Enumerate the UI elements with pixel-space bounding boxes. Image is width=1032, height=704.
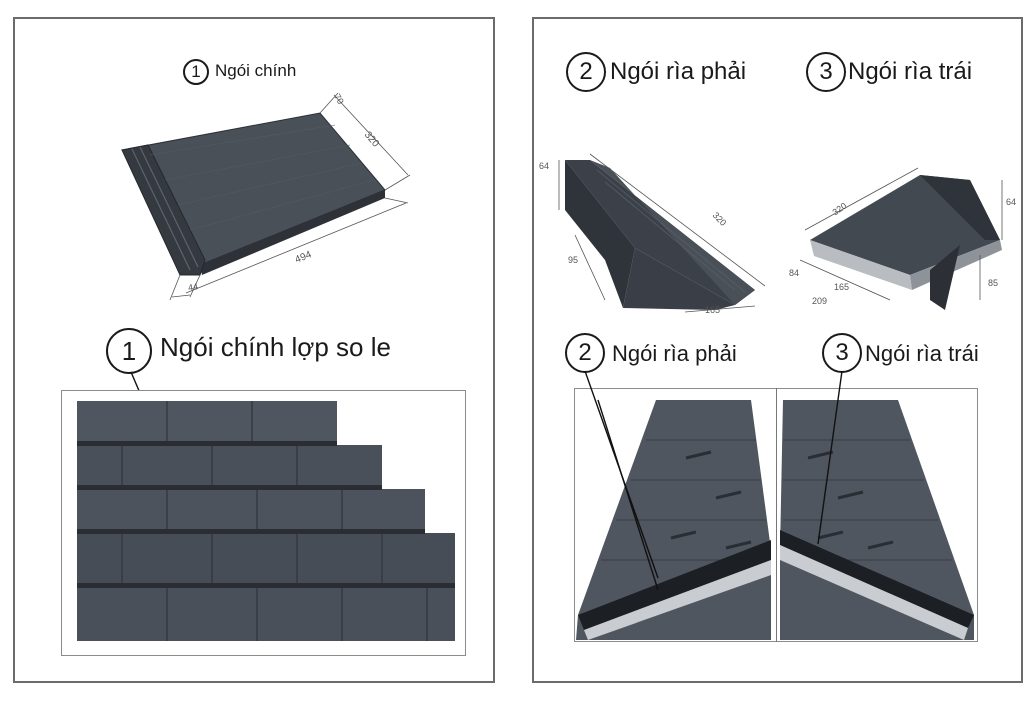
label-number-2-top: 2 — [566, 52, 606, 92]
dim-left-edge-209: 209 — [812, 296, 828, 306]
left-edge-photo-title: Ngói rìa trái — [865, 341, 979, 366]
right-edge-tile-title: Ngói rìa phải — [610, 58, 747, 85]
left-edge-tile-title: Ngói rìa trái — [848, 58, 973, 85]
main-tile-title: Ngói chính — [215, 61, 297, 80]
dim-right-edge-95: 95 — [568, 255, 579, 265]
photo-divider — [776, 388, 777, 642]
label-number-1-bottom: 1 — [106, 328, 152, 374]
dim-right-edge-165: 165 — [705, 305, 721, 315]
left-edge-roof-photo — [780, 400, 974, 640]
right-edge-roof-photo — [576, 399, 771, 640]
main-tile-drawing — [121, 92, 411, 301]
label-number-3-top: 3 — [806, 52, 846, 92]
right-edge-tile-drawing — [558, 153, 766, 313]
right-edge-photo-title: Ngói rìa phải — [612, 341, 737, 366]
dim-right-edge-64: 64 — [539, 161, 550, 171]
staggered-roof-photo — [77, 401, 455, 641]
dim-left-edge-64: 64 — [1006, 197, 1017, 207]
left-edge-tile-drawing — [799, 167, 1003, 310]
staggered-tile-title: Ngói chính lợp so le — [160, 332, 391, 362]
dim-left-edge-85: 85 — [988, 278, 999, 288]
dim-left-edge-165: 165 — [834, 282, 850, 292]
label-number-1-top: 1 — [183, 59, 209, 85]
dim-left-edge-84: 84 — [789, 268, 800, 278]
